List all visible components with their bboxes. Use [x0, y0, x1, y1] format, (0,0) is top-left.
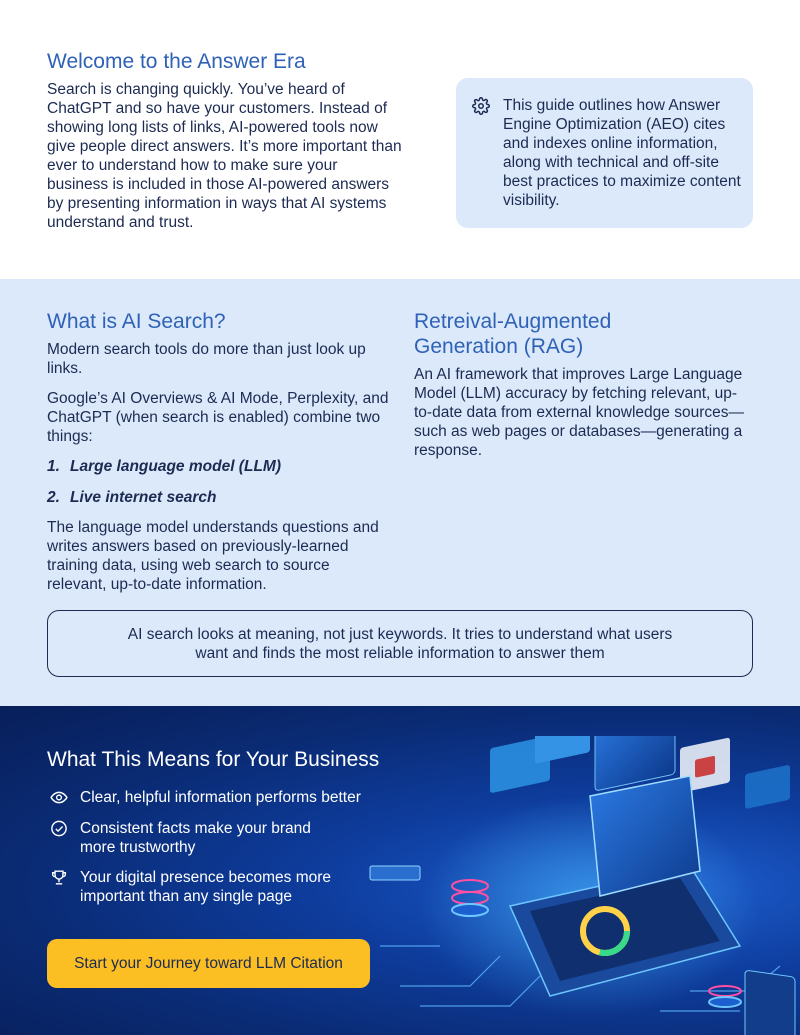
callout-box: AI search looks at meaning, not just key…: [47, 610, 753, 677]
list-number: 1.: [47, 458, 60, 475]
ai-search-intro: Modern search tools do more than just lo…: [47, 341, 366, 377]
list-text: Large language model (LLM): [70, 458, 281, 475]
guide-info-box: This guide outlines how Answer Engine Op…: [456, 78, 753, 228]
benefit-item: Clear, helpful information performs bett…: [47, 788, 361, 807]
ai-search-explanation: The language model understands questions…: [47, 519, 379, 593]
guide-text: This guide outlines how Answer Engine Op…: [503, 97, 741, 209]
start-journey-button[interactable]: Start your Journey toward LLM Citation: [47, 939, 370, 988]
benefit-item: Your digital presence becomes more impor…: [47, 868, 367, 906]
callout-text: AI search looks at meaning, not just key…: [127, 625, 673, 662]
rag-title: Retreival-Augmented Generation (RAG): [414, 310, 612, 358]
list-item: 1. Large language model (LLM): [47, 457, 281, 476]
list-number: 2.: [47, 489, 60, 506]
rag-body: An AI framework that improves Large Lang…: [414, 366, 744, 459]
business-title: What This Means for Your Business: [47, 748, 380, 771]
list-item: 2. Live internet search: [47, 488, 216, 507]
benefit-item: Consistent facts make your brand more tr…: [47, 819, 347, 857]
welcome-body: Search is changing quickly. You’ve heard…: [47, 81, 402, 231]
ai-search-section: What is AI Search? Modern search tools d…: [0, 279, 800, 706]
laptop-illustration: [369, 736, 796, 1035]
ai-search-title: What is AI Search?: [47, 310, 226, 333]
trophy-icon: [51, 870, 67, 885]
ai-search-combine: Google’s AI Overviews & AI Mode, Perplex…: [47, 390, 389, 445]
check-circle-icon: [51, 820, 67, 837]
gear-icon: [472, 97, 490, 115]
benefit-text: Consistent facts make your brand more tr…: [80, 820, 311, 856]
eye-icon: [50, 791, 68, 804]
list-text: Live internet search: [70, 489, 217, 506]
benefit-text: Clear, helpful information performs bett…: [80, 789, 361, 806]
welcome-section: Welcome to the Answer Era Search is chan…: [0, 0, 800, 279]
benefit-text: Your digital presence becomes more impor…: [80, 869, 332, 905]
business-section: What This Means for Your Business Clear,…: [0, 706, 800, 1035]
welcome-title: Welcome to the Answer Era: [47, 50, 306, 73]
